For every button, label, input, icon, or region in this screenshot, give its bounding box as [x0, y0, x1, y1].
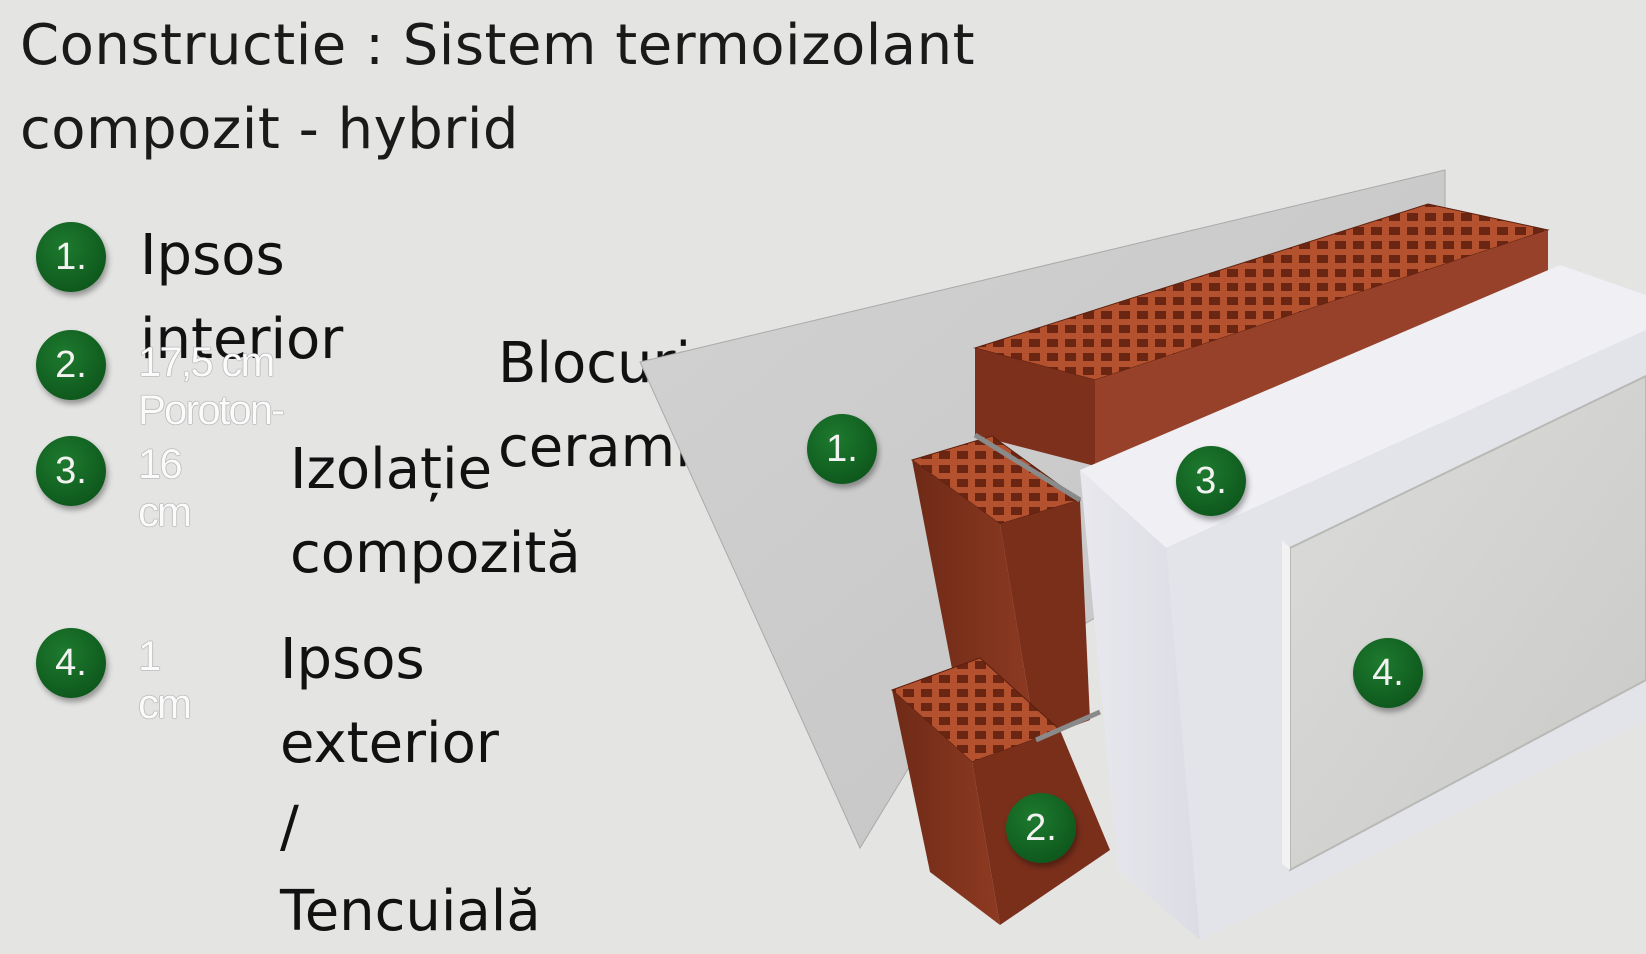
legend-thickness-exterior-plaster: 1 cm — [138, 632, 192, 727]
mortar-joint — [973, 432, 1082, 503]
brick-top-side — [1095, 230, 1548, 466]
legend-label-composite-insulation: Izolație compozită — [290, 437, 581, 586]
mortar-joint — [1034, 709, 1102, 743]
brick-low-front — [892, 690, 1000, 925]
diagram-marker-2: 2. — [1006, 793, 1076, 863]
brick-top-front — [975, 348, 1095, 466]
legend-label-interior-plaster: Ipsos interior — [140, 223, 344, 372]
exterior-plaster-edge — [1282, 540, 1290, 870]
insulation-front — [1080, 470, 1200, 940]
legend-badge-2: 2. — [36, 330, 106, 400]
diagram-marker-1: 1. — [807, 414, 877, 484]
legend-badge-4: 4. — [36, 628, 106, 698]
brick-mid-side — [1000, 500, 1090, 740]
diagram-marker-4: 4. — [1353, 638, 1423, 708]
legend-thickness-ceramic-blocks: 17,5 cm Poroton- — [138, 338, 285, 433]
brick-mid-front — [912, 460, 1036, 740]
diagram-marker-3: 3. — [1176, 446, 1246, 516]
diagram-title: Constructie : Sistem termoizolant compoz… — [20, 13, 976, 162]
legend-badge-3: 3. — [36, 436, 106, 506]
legend-label-exterior-plaster: Ipsos exterior / Tencuială — [280, 627, 541, 944]
legend-badge-1: 1. — [36, 222, 106, 292]
legend-thickness-composite-insulation: 16 cm — [138, 440, 192, 535]
